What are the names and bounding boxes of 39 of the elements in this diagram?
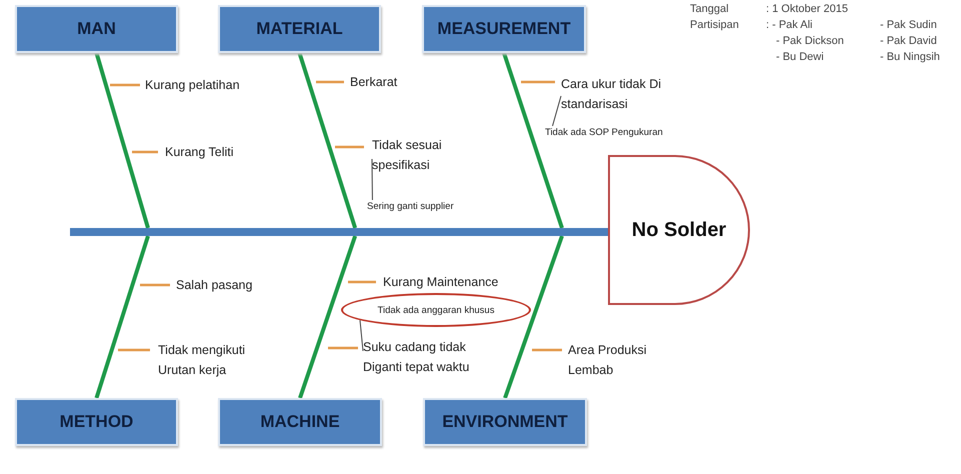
category-box: ENVIRONMENT (423, 398, 587, 446)
text: Berkarat (350, 72, 430, 92)
leader-line (372, 158, 373, 200)
text: Kurang Teliti (165, 142, 275, 162)
circled-sub-cause: Tidak ada anggaran khusus (341, 293, 531, 327)
spine-bar (70, 228, 608, 236)
category-box: MACHINE (218, 398, 382, 446)
text: Tidak mengikuti Urutan kerja (158, 340, 278, 380)
bone-line (298, 52, 358, 229)
leader-line (360, 320, 364, 352)
info-text: - Pak David (880, 35, 937, 47)
leader-line (552, 96, 562, 126)
info-text: Tanggal (690, 3, 729, 15)
text: Kurang Maintenance (383, 272, 523, 292)
problem-head-box: No Solder (608, 155, 750, 305)
text: Salah pasang (176, 275, 286, 295)
info-text: : - Pak Ali (766, 19, 812, 31)
info-text: - Bu Dewi (776, 51, 824, 63)
bone-line (298, 235, 358, 399)
bone-line (94, 235, 150, 399)
text: Kurang pelatihan (145, 75, 265, 95)
info-text: Partisipan (690, 19, 739, 31)
category-box: MATERIAL (218, 5, 381, 53)
bone-line (502, 52, 564, 229)
info-text: - Pak Sudin (880, 19, 937, 31)
info-text: : 1 Oktober 2015 (766, 3, 848, 15)
category-box: MEASUREMENT (422, 5, 586, 53)
info-text: - Bu Ningsih (880, 51, 940, 63)
bone-line (94, 52, 150, 229)
sub-cause-text: Tidak ada SOP Pengukuran (545, 126, 695, 140)
sub-cause-text: Sering ganti supplier (367, 200, 503, 214)
text: Suku cadang tidak Diganti tepat waktu (363, 337, 503, 377)
text: Cara ukur tidak Di standarisasi (561, 74, 665, 114)
category-box: METHOD (15, 398, 178, 446)
info-text: - Pak Dickson (776, 35, 844, 47)
category-box: MAN (15, 5, 178, 53)
text: Area Produksi Lembab (568, 340, 678, 380)
text: Tidak sesuai spesifikasi (372, 135, 482, 175)
bone-line (503, 235, 564, 399)
